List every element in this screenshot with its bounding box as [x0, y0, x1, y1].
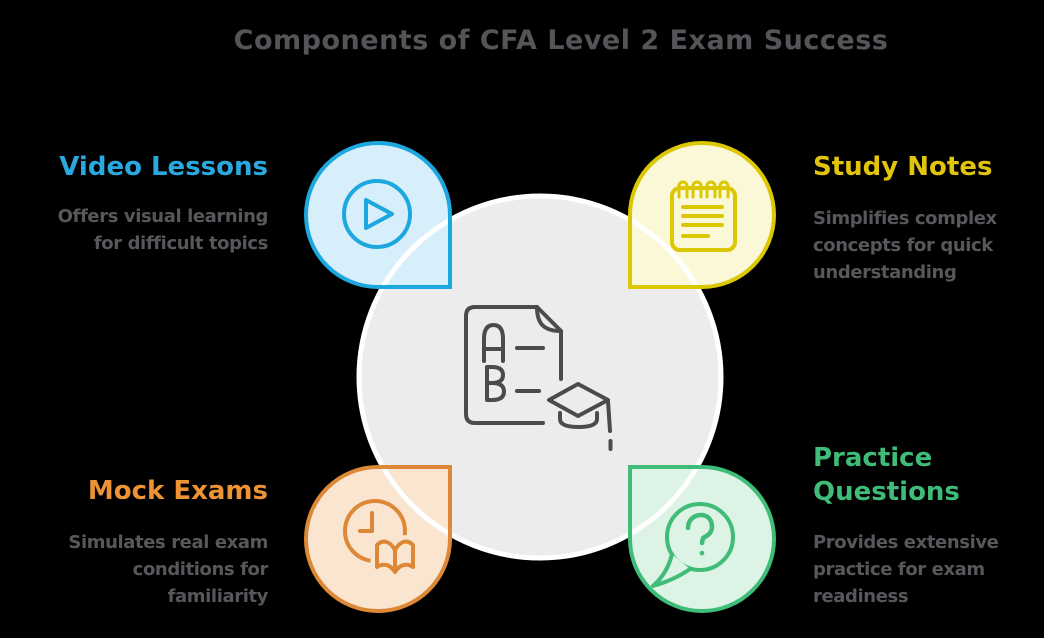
tassel [606, 399, 613, 451]
clock-hands [358, 511, 374, 533]
mock-exams-description-line: Simulates real exam [68, 532, 268, 553]
clock-book-icon [343, 499, 420, 579]
spiral-binding [677, 180, 730, 199]
practice-questions-description-line: Provides extensive [813, 532, 999, 553]
letter-b [485, 365, 506, 402]
center-circle-rim [356, 193, 724, 561]
practice-questions-shape-outline [628, 465, 776, 613]
note-lines [681, 205, 724, 238]
study-notes-shape-outline [628, 141, 776, 289]
letter-a [482, 323, 505, 363]
folded-corner [535, 305, 563, 381]
study-notes-text-block: Study Notes Simplifies complex concepts … [813, 152, 998, 283]
video-lessons-shape-outline [304, 141, 452, 289]
video-lessons-description-line: Offers visual learning [58, 206, 268, 227]
video-lessons-heading: Video Lessons [59, 152, 268, 182]
petal-outlines [304, 141, 776, 613]
bubble-circle [665, 502, 735, 572]
mock-exams-description-line: familiarity [168, 586, 269, 607]
exam-paper-graduation-icon [464, 305, 613, 451]
video-lessons-description-line: for difficult topics [94, 233, 268, 254]
graduation-cap-icon [547, 382, 613, 451]
practice-questions-description-line: readiness [813, 586, 908, 607]
practice-questions-text-block: Practice Questions Provides extensive pr… [813, 443, 999, 607]
mock-exams-shape-outline [304, 465, 452, 613]
video-lessons-shape-fill [306, 143, 450, 287]
notepad-icon [670, 180, 737, 252]
practice-questions-heading: Practice [813, 443, 932, 473]
practice-questions-heading: Questions [813, 477, 960, 507]
study-notes-heading: Study Notes [813, 152, 992, 182]
diagram-title: Components of CFA Level 2 Exam Success [234, 25, 889, 56]
question-mark [685, 512, 715, 556]
mock-exams-description-line: conditions for [133, 559, 269, 580]
mock-exams-text-block: Mock Exams Simulates real exam condition… [68, 476, 269, 607]
open-book [375, 539, 415, 574]
study-notes-description-line: Simplifies complex [813, 208, 998, 229]
exam-paper-icon [464, 305, 563, 425]
study-notes-description-line: concepts for quick [813, 235, 994, 256]
bubble-tail [651, 552, 692, 588]
question-bubble-icon [651, 502, 735, 588]
practice-questions-description-line: practice for exam [813, 559, 985, 580]
play-icon [342, 179, 412, 249]
mock-exams-heading: Mock Exams [88, 476, 268, 506]
video-lessons-text-block: Video Lessons Offers visual learning for… [58, 152, 269, 254]
study-notes-description-line: understanding [813, 262, 956, 283]
